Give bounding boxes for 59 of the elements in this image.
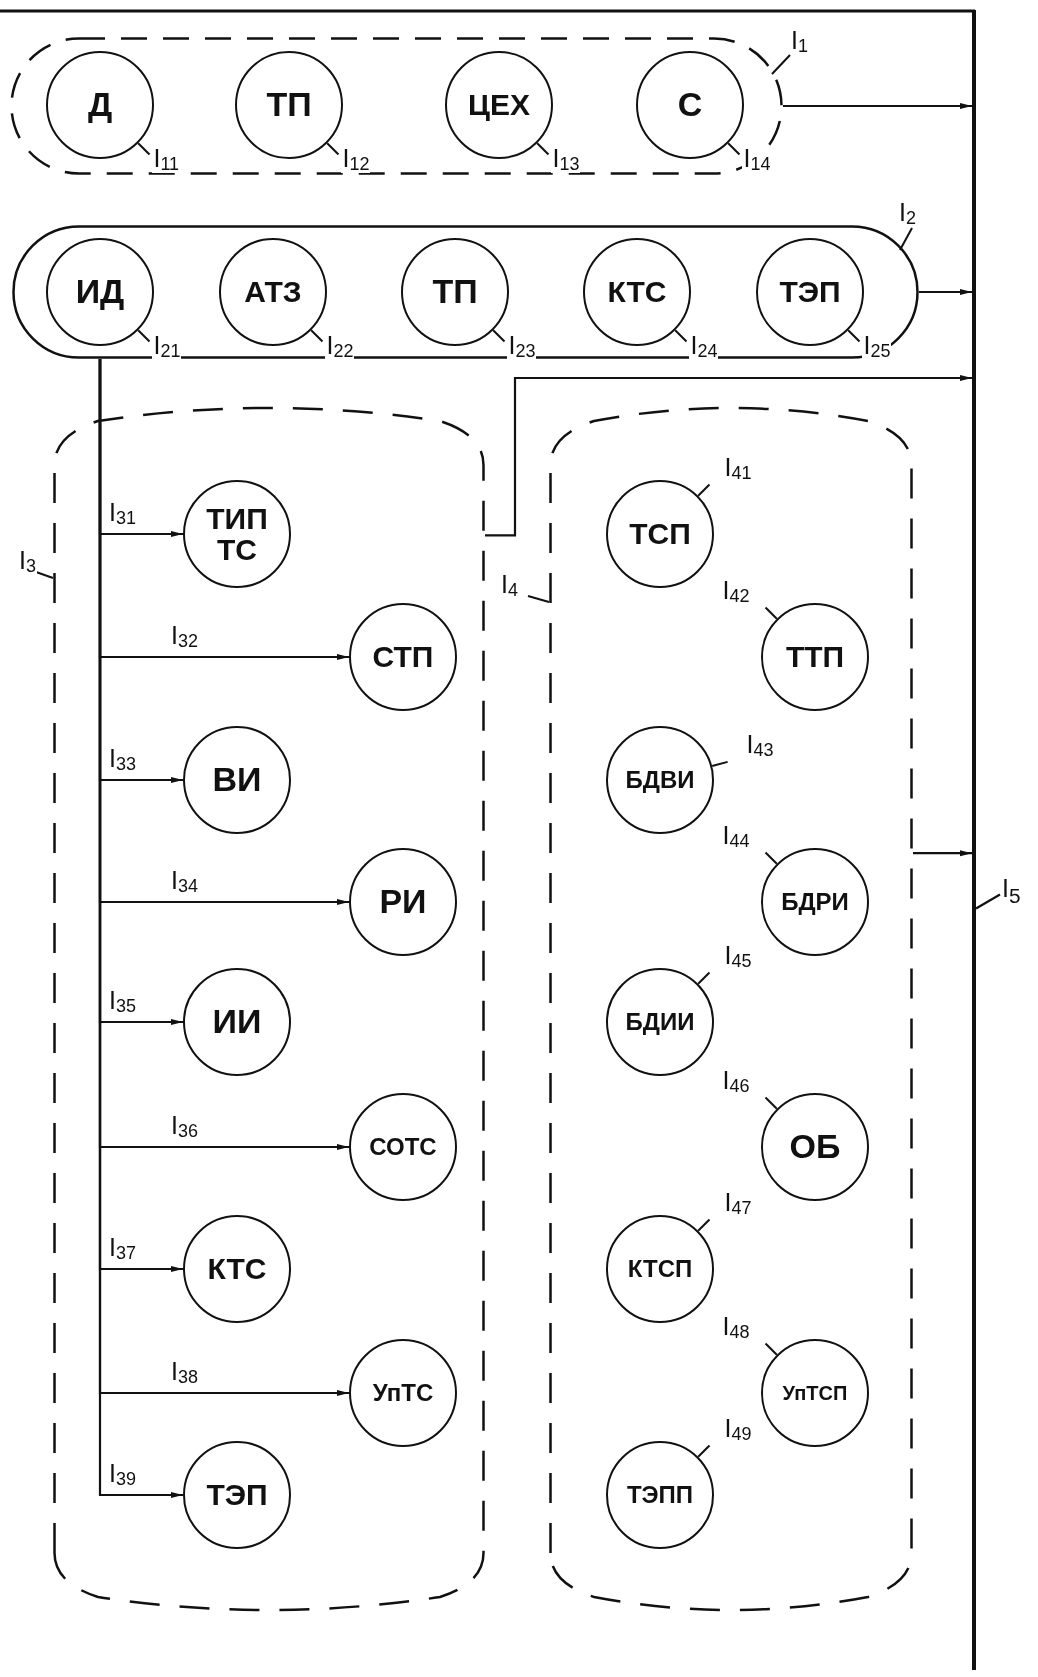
node-label: СОТС [369,1134,437,1160]
reference-label: I$_{22}$ [325,333,355,361]
reference-label: I$_{25}$ [862,333,892,361]
node-label: ЦЕХ [468,89,530,121]
reference-label: I$_{13}$ [551,146,581,174]
node-label: Д [87,87,113,123]
node-label: РИ [379,884,427,920]
edge-label: I$_{33}$ [108,746,137,773]
group-outline [12,225,919,359]
reference-label: I$_{23}$ [507,333,537,361]
arrow [98,359,183,1498]
node-label: ОБ [789,1129,841,1165]
leader-line [975,893,1001,910]
node-label: КТСП [627,1256,693,1282]
node-label: БДВИ [625,767,695,793]
node-label: АТЗ [244,276,302,308]
node-label: ТЭПП [626,1482,694,1508]
reference-label: I$_{5}$ [1002,876,1021,907]
edge-label: I$_{36}$ [170,1113,199,1140]
edge-label: I$_{35}$ [108,988,137,1015]
edge-label: I$_{31}$ [108,500,137,527]
node-label: ИД [75,274,125,310]
edge-label: I$_{38}$ [170,1359,199,1386]
arrow [783,103,972,109]
arrow [485,375,972,537]
node-label: ТЭП [779,276,841,308]
node-label: С [677,87,703,123]
edge-label: I$_{37}$ [108,1235,137,1262]
reference-label: I$_{4}$ [500,572,519,599]
dashed-group-outline [53,405,485,1613]
reference-label: I$_{21}$ [152,333,182,361]
node-label: КТС [207,1253,267,1285]
arrow [913,850,972,857]
arrow [919,289,972,295]
node-label: ТП [266,87,312,123]
reference-label: I$_{24}$ [689,333,719,361]
node-label: ТЭП [206,1479,268,1511]
reference-label: I$_{11}$ [152,146,181,174]
dashed-group-outline [549,405,913,1613]
edge-label: I$_{34}$ [170,868,199,895]
node-label: ВИ [212,762,262,798]
edge-label: I$_{39}$ [108,1461,137,1488]
node-label: ИИ [212,1004,262,1040]
node-label: КТС [607,276,667,308]
node-label: СТП [372,641,434,673]
node-label: УпТС [372,1380,434,1406]
edge-label: I$_{32}$ [170,623,199,650]
reference-label: I$_{3}$ [18,548,37,575]
node-label: БДРИ [781,889,849,915]
reference-label: I$_{2}$ [898,200,917,227]
dashed-group-outline [10,37,783,175]
node-label: ТИП ТС [205,502,269,566]
node-label: ТСП [629,518,691,550]
node-label: ТТП [785,641,845,673]
reference-label: I$_{1}$ [790,28,809,55]
node-label: УпТСП [782,1382,848,1404]
node-label: БДИИ [625,1009,695,1035]
reference-label: I$_{12}$ [341,146,371,174]
node-label: ТП [432,274,478,310]
